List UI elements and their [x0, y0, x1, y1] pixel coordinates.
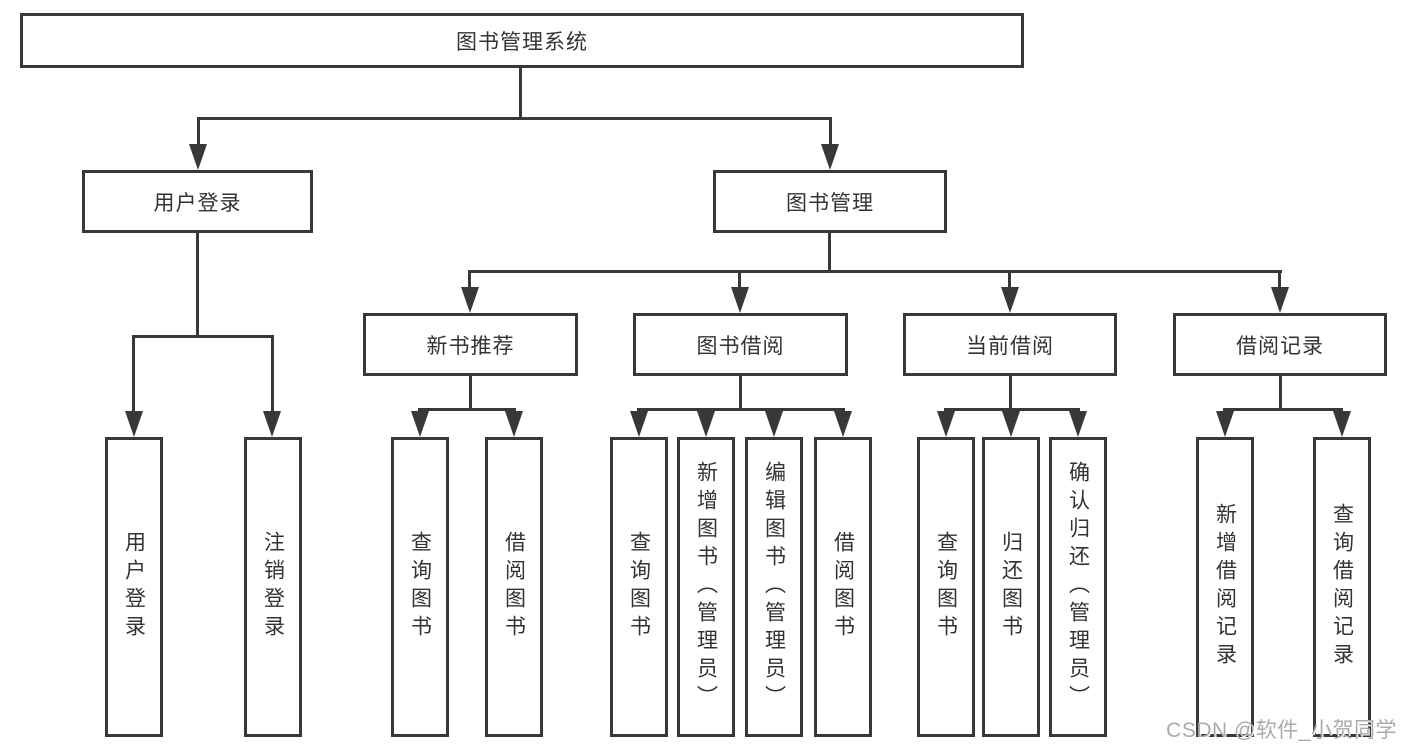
arrow-add-borrow-record [1216, 411, 1234, 437]
arrow-return-books [1002, 411, 1020, 437]
node-book-management: 图书管理 [713, 170, 947, 233]
connector-current-borrowing-bar [944, 408, 1080, 411]
node-library-management-system: 图书管理系统 [20, 13, 1024, 68]
leaf-edit-book-admin: 编辑图书（管理员） [745, 437, 803, 737]
connector-new-book-trunk [469, 375, 472, 408]
connector-stub-leaf-user-login [132, 335, 135, 413]
arrow-leaf-user-login [125, 411, 143, 437]
arrow-current-borrowing [1001, 287, 1019, 313]
node-label: 借阅图书 [831, 531, 855, 643]
node-label: 新增图书（管理员） [694, 461, 718, 713]
leaf-query-books-current: 查询图书 [917, 437, 975, 737]
connector-book-borrowing-trunk [739, 375, 742, 408]
watermark-csdn: CSDN @软件_小贺同学 [1166, 719, 1397, 742]
connector-new-book-bar [418, 408, 516, 411]
arrow-query-books-borrowing [630, 411, 648, 437]
connector-stub-new-book [468, 270, 471, 289]
leaf-logout: 注销登录 [244, 437, 302, 737]
node-book-borrowing: 图书借阅 [633, 313, 848, 376]
node-label: 查询图书 [934, 531, 958, 643]
arrow-new-book [461, 287, 479, 313]
leaf-borrow-books-recommend: 借阅图书 [485, 437, 543, 737]
connector-stub-book-management [829, 117, 832, 147]
connector-stub-borrowing-records [1278, 270, 1281, 289]
connector-current-borrowing-trunk [1009, 375, 1012, 408]
leaf-add-borrow-record: 新增借阅记录 [1196, 437, 1254, 737]
connector-stub-user-login [197, 117, 200, 147]
node-label: 用户登录 [122, 531, 146, 643]
arrow-borrowing-records [1271, 287, 1289, 313]
node-label: 注销登录 [261, 531, 285, 643]
node-label: 用户登录 [153, 191, 242, 215]
arrow-book-management [821, 144, 839, 170]
node-user-login: 用户登录 [82, 170, 313, 233]
connector-stub-current-borrowing [1008, 270, 1011, 289]
connector-root-trunk [519, 68, 522, 117]
node-new-book-recommendation: 新书推荐 [363, 313, 578, 376]
node-label: 查询图书 [408, 531, 432, 643]
connector-user-login-trunk [196, 233, 199, 335]
connector-book-management-trunk [828, 233, 831, 270]
connector-stub-book-borrowing [738, 270, 741, 289]
arrow-query-books-current [937, 411, 955, 437]
connector-stub-leaf-logout [271, 335, 274, 413]
arrow-borrow-books-recommend [505, 411, 523, 437]
connector-level2-bar [468, 270, 1282, 273]
node-label: 查询图书 [627, 531, 651, 643]
arrow-query-borrow-record [1333, 411, 1351, 437]
connector-borrowing-records-bar [1223, 408, 1343, 411]
connector-borrowing-records-trunk [1279, 375, 1282, 408]
node-label: 图书借阅 [696, 334, 785, 358]
node-current-borrowing: 当前借阅 [903, 313, 1117, 376]
arrow-user-login [189, 144, 207, 170]
arrow-confirm-return-admin [1069, 411, 1087, 437]
node-label: 编辑图书（管理员） [762, 461, 786, 713]
node-label: 借阅记录 [1236, 334, 1324, 358]
connector-level1-bar [197, 117, 832, 120]
node-label: 查询借阅记录 [1330, 503, 1354, 671]
arrow-query-books-recommend [411, 411, 429, 437]
connector-user-login-bar [132, 335, 274, 338]
arrow-borrow-books-borrowing [834, 411, 852, 437]
node-label: 借阅图书 [502, 531, 526, 643]
leaf-confirm-return-admin: 确认归还（管理员） [1049, 437, 1107, 737]
leaf-query-books-borrowing: 查询图书 [610, 437, 668, 737]
leaf-user-login: 用户登录 [105, 437, 163, 737]
leaf-query-books-recommend: 查询图书 [391, 437, 449, 737]
leaf-add-book-admin: 新增图书（管理员） [677, 437, 735, 737]
node-label: 归还图书 [999, 531, 1023, 643]
node-label: 新书推荐 [426, 334, 515, 358]
node-label: 确认归还（管理员） [1066, 461, 1090, 713]
node-label: 新增借阅记录 [1213, 503, 1237, 671]
arrow-add-book-admin [697, 411, 715, 437]
connector-book-borrowing-bar [637, 408, 845, 411]
node-borrowing-records: 借阅记录 [1173, 313, 1387, 376]
arrow-edit-book-admin [765, 411, 783, 437]
arrow-leaf-logout [263, 411, 281, 437]
leaf-borrow-books-borrowing: 借阅图书 [814, 437, 872, 737]
arrow-book-borrowing [731, 287, 749, 313]
node-label: 图书管理 [786, 191, 874, 215]
node-label: 图书管理系统 [456, 30, 588, 54]
node-label: 当前借阅 [966, 334, 1054, 358]
leaf-query-borrow-record: 查询借阅记录 [1313, 437, 1371, 737]
leaf-return-books: 归还图书 [982, 437, 1040, 737]
